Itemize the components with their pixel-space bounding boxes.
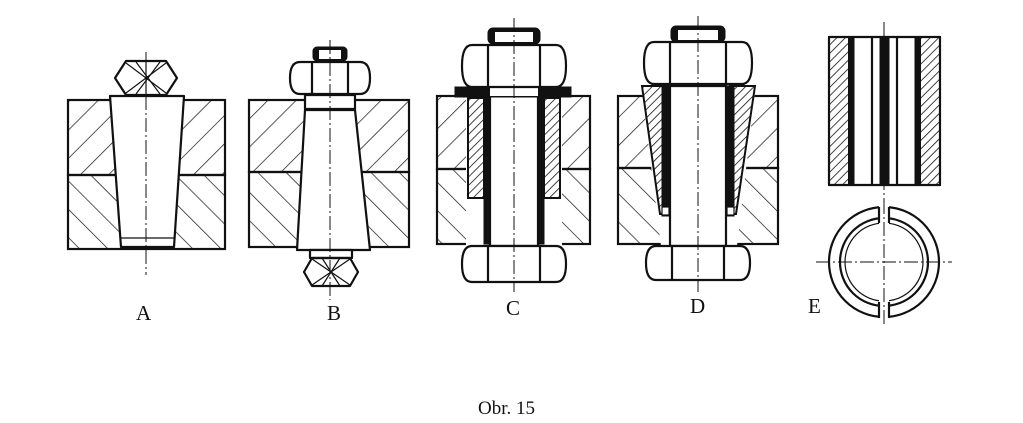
panel-e-drawing <box>816 22 952 325</box>
bottom-washer <box>308 248 354 260</box>
sleeve-left <box>467 97 485 199</box>
sleeve-wall-left <box>828 36 850 186</box>
panel-label-c: C <box>506 296 520 320</box>
top-nut <box>288 60 372 96</box>
panel-label-a: A <box>136 301 152 325</box>
bottom-nut <box>302 256 360 288</box>
panel-label-d: D <box>690 294 705 318</box>
panel-b-drawing <box>247 40 411 300</box>
panel-a-drawing <box>66 52 227 275</box>
panel-label-e: E <box>808 294 821 318</box>
sleeve-wall-right <box>919 36 941 186</box>
panel-d-drawing <box>616 16 780 292</box>
figure-caption: Obr. 15 <box>478 398 535 419</box>
panel-label-b: B <box>327 301 341 325</box>
sleeve-end-view <box>816 200 952 325</box>
sleeve-right <box>543 97 561 199</box>
tapered-pin <box>108 94 186 249</box>
panel-c-drawing <box>435 18 592 292</box>
